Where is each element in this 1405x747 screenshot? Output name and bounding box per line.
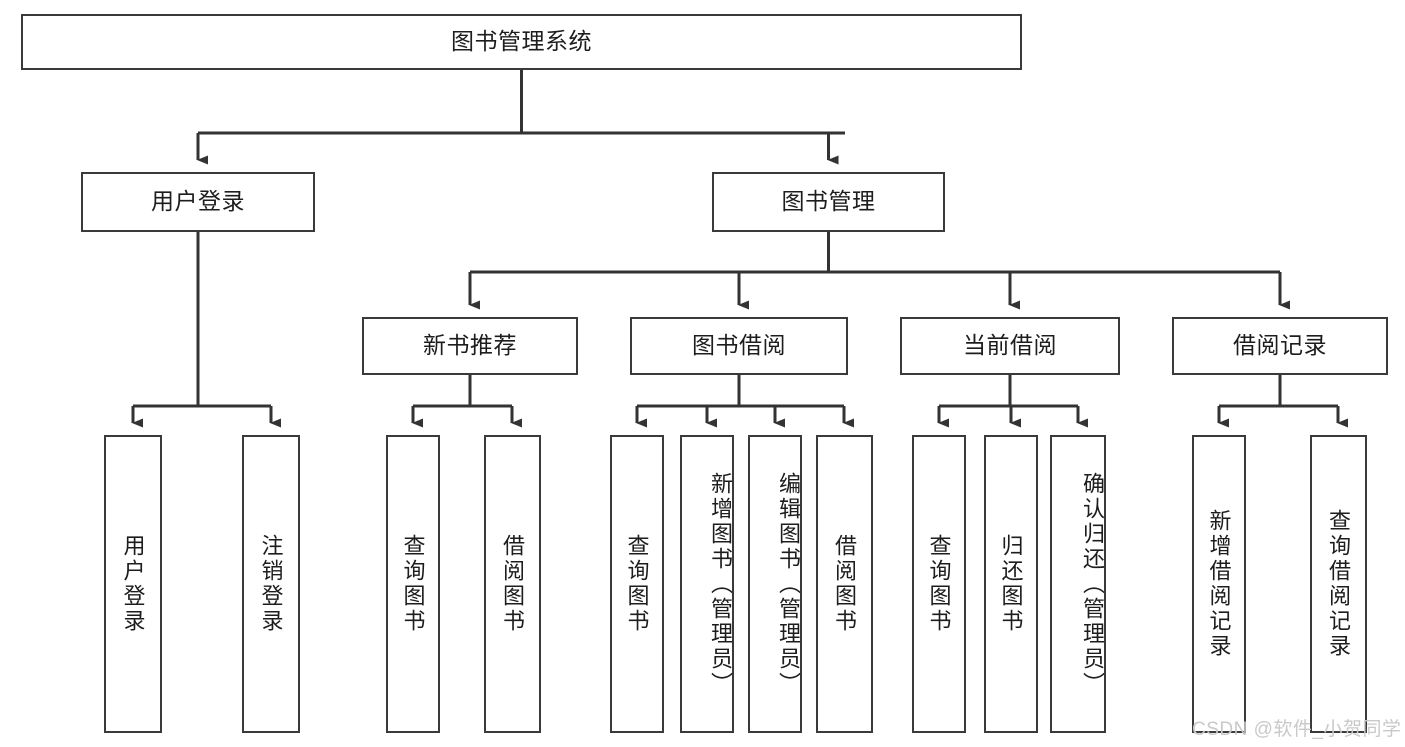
node-leaf-edit-book-admin[interactable]: 编辑图书（管理员） [748,435,802,733]
edges-user-login-to-leaves [131,232,281,428]
node-leaf-label: 查询图书 [624,534,650,634]
node-leaf-label: 新增借阅记录 [1206,509,1232,659]
edges-book-borrow-to-leaves [635,375,854,428]
node-leaf-label: 用户登录 [120,534,146,634]
node-leaf-label: 归还图书 [998,534,1024,634]
node-leaf-confirm-return-admin[interactable]: 确认归还（管理员） [1050,435,1106,733]
edges-root-to-level2 [196,70,845,165]
node-current-borrowing[interactable]: 当前借阅 [900,317,1120,375]
node-book-borrowing-label: 图书借阅 [692,332,786,359]
node-leaf-query-book-recommendation[interactable]: 查询图书 [386,435,440,733]
node-leaf-query-book-current[interactable]: 查询图书 [912,435,966,733]
edges-new-book-rec-to-leaves [411,375,522,428]
node-leaf-borrow-book-recommendation[interactable]: 借阅图书 [484,435,541,733]
node-borrowing-records[interactable]: 借阅记录 [1172,317,1388,375]
node-leaf-label: 新增图书（管理员） [708,471,733,697]
node-leaf-label: 确认归还（管理员） [1080,471,1105,697]
node-leaf-return-book[interactable]: 归还图书 [984,435,1038,733]
csdn-watermark: CSDN @软件_小贺同学 [1192,719,1402,740]
edges-book-manage-to-level3 [468,232,1290,310]
node-leaf-user-login[interactable]: 用户登录 [104,435,162,733]
node-book-borrowing[interactable]: 图书借阅 [630,317,848,375]
node-new-book-recommendation[interactable]: 新书推荐 [362,317,578,375]
node-leaf-label: 借阅图书 [500,534,526,634]
node-leaf-label: 查询图书 [400,534,426,634]
node-leaf-query-borrowing-record[interactable]: 查询借阅记录 [1310,435,1367,733]
edges-borrow-record-to-leaves [1217,375,1348,428]
node-leaf-label: 编辑图书（管理员） [776,471,801,697]
node-leaf-logout[interactable]: 注销登录 [242,435,300,733]
node-user-login[interactable]: 用户登录 [81,172,315,232]
edges-current-borrow-to-leaves [937,375,1088,428]
node-leaf-add-book-admin[interactable]: 新增图书（管理员） [680,435,734,733]
node-user-login-label: 用户登录 [151,188,245,215]
node-book-management-label: 图书管理 [781,188,876,215]
node-leaf-label: 查询图书 [926,534,952,634]
node-leaf-label: 查询借阅记录 [1326,509,1352,659]
node-leaf-add-borrowing-record[interactable]: 新增借阅记录 [1192,435,1246,733]
node-root-book-management-system[interactable]: 图书管理系统 [21,14,1022,70]
node-leaf-query-book-borrowing[interactable]: 查询图书 [610,435,664,733]
node-book-management[interactable]: 图书管理 [712,172,945,232]
node-root-label: 图书管理系统 [451,28,592,55]
node-leaf-borrow-book-borrowing[interactable]: 借阅图书 [816,435,873,733]
node-new-book-recommendation-label: 新书推荐 [423,332,517,359]
node-leaf-label: 注销登录 [258,534,284,634]
node-borrowing-records-label: 借阅记录 [1233,332,1327,359]
node-current-borrowing-label: 当前借阅 [963,332,1057,359]
node-leaf-label: 借阅图书 [832,534,858,634]
